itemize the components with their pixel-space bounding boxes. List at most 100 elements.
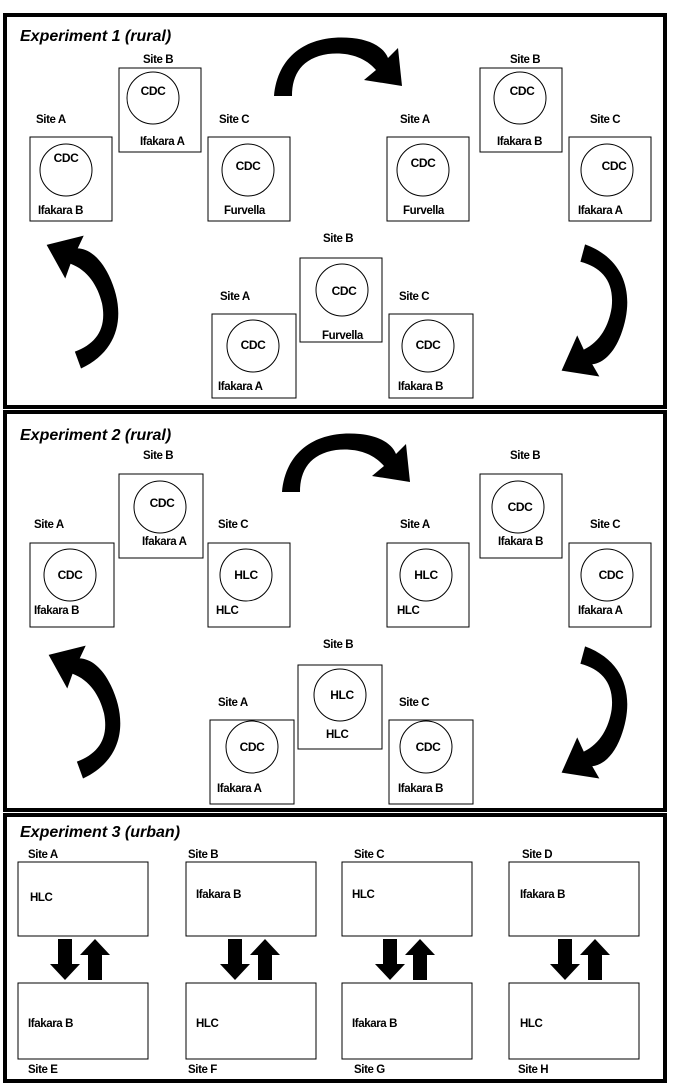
swap-arrows — [50, 939, 610, 980]
site-box — [388, 719, 474, 805]
panel-title: Experiment 1 (rural) — [20, 28, 171, 45]
panel-title: Experiment 3 (urban) — [20, 824, 180, 841]
trap-circle — [313, 668, 367, 722]
trap-label: HLC — [30, 892, 53, 904]
trap-type: HLC — [234, 568, 258, 582]
site-label: Site A — [400, 114, 430, 126]
trap-label: Ifakara B — [34, 605, 79, 617]
down-arrow-icon — [375, 939, 405, 980]
trap-label: Ifakara A — [140, 136, 185, 148]
trap-type: CDC — [241, 338, 267, 352]
rotation-group-2: Site A CDC Furvella Site B CDC Ifakara B… — [386, 54, 652, 222]
trap-circle — [133, 480, 187, 534]
trap-type: CDC — [602, 159, 628, 173]
trap-label: Ifakara B — [196, 889, 241, 901]
trap-circle — [491, 480, 545, 534]
swap-arrow-icon — [50, 939, 110, 980]
trap-type: CDC — [54, 151, 80, 165]
trap-label: HLC — [326, 729, 349, 741]
trap-label: Ifakara B — [398, 381, 443, 393]
trap-label: Furvella — [403, 205, 445, 217]
site-label: Site A — [36, 114, 66, 126]
site-label: Site B — [510, 54, 540, 66]
site-box — [386, 136, 470, 222]
trap-circle — [401, 319, 455, 373]
trap-type: HLC — [330, 688, 354, 702]
site-box — [29, 542, 115, 628]
site-box — [118, 473, 204, 559]
experiment-2-panel: Experiment 2 (rural) Site A CDC Ifakara … — [3, 410, 667, 812]
trap-label: Furvella — [322, 330, 364, 342]
site-label: Site D — [522, 849, 552, 861]
trap-circle — [580, 548, 634, 602]
site-label: Site C — [590, 519, 620, 531]
site-label: Site A — [220, 291, 250, 303]
trap-type: CDC — [508, 500, 534, 514]
urban-bottom-row: Ifakara B Site E HLC Site F Ifakara B Si… — [17, 982, 640, 1076]
panel-title: Experiment 2 (rural) — [20, 427, 171, 444]
trap-label: Ifakara B — [398, 783, 443, 795]
curved-arrow-icon — [274, 37, 402, 96]
up-arrow-icon — [80, 939, 110, 980]
site-box — [568, 542, 652, 628]
site-box — [17, 861, 149, 937]
trap-label: Ifakara B — [497, 136, 542, 148]
down-arrow-icon — [550, 939, 580, 980]
trap-label: Ifakara A — [578, 605, 623, 617]
trap-label: Ifakara A — [218, 381, 263, 393]
site-label: Site B — [323, 639, 353, 651]
site-box — [388, 313, 474, 399]
site-label: Site E — [28, 1064, 58, 1076]
panel-border — [3, 813, 667, 1083]
site-box — [508, 861, 640, 937]
trap-circle — [39, 143, 93, 197]
trap-type: HLC — [414, 568, 438, 582]
up-arrow-icon — [405, 939, 435, 980]
trap-label: Ifakara A — [578, 205, 623, 217]
site-label: Site F — [188, 1064, 217, 1076]
panel-border — [3, 13, 667, 409]
curved-arrow-icon — [39, 638, 139, 779]
trap-circle — [315, 263, 369, 317]
site-box — [479, 67, 563, 153]
trap-type: CDC — [510, 84, 536, 98]
trap-label: HLC — [397, 605, 420, 617]
trap-circle — [399, 720, 453, 774]
trap-circle — [126, 71, 180, 125]
site-label: Site B — [188, 849, 218, 861]
trap-label: Ifakara B — [38, 205, 83, 217]
trap-circle — [493, 71, 547, 125]
trap-label: HLC — [196, 1018, 219, 1030]
urban-top-row: Site A HLC Site B Ifakara B Site C HLC S… — [17, 849, 640, 937]
site-label: Site A — [218, 697, 248, 709]
trap-type: CDC — [240, 740, 266, 754]
curved-arrow-icon — [551, 646, 642, 786]
trap-type: CDC — [236, 159, 262, 173]
site-label: Site A — [34, 519, 64, 531]
swap-arrow-icon — [550, 939, 610, 980]
site-box — [209, 719, 295, 805]
site-box — [17, 982, 149, 1060]
site-box — [207, 542, 291, 628]
trap-circle — [219, 548, 273, 602]
trap-label: Ifakara A — [217, 783, 262, 795]
trap-circle — [396, 143, 450, 197]
trap-type: CDC — [332, 284, 358, 298]
site-box — [207, 136, 291, 222]
site-label: Site C — [218, 519, 248, 531]
site-box — [297, 664, 383, 750]
site-box — [341, 861, 473, 937]
trap-label: HLC — [352, 889, 375, 901]
curved-arrow-icon — [551, 244, 642, 384]
site-label: Site B — [143, 54, 173, 66]
trap-circle — [43, 548, 97, 602]
site-box — [508, 982, 640, 1060]
site-label: Site C — [354, 849, 384, 861]
trap-circle — [399, 548, 453, 602]
trap-label: Furvella — [224, 205, 266, 217]
trap-type: CDC — [599, 568, 625, 582]
site-box — [118, 67, 202, 153]
trap-circle — [221, 143, 275, 197]
site-box — [29, 136, 113, 222]
